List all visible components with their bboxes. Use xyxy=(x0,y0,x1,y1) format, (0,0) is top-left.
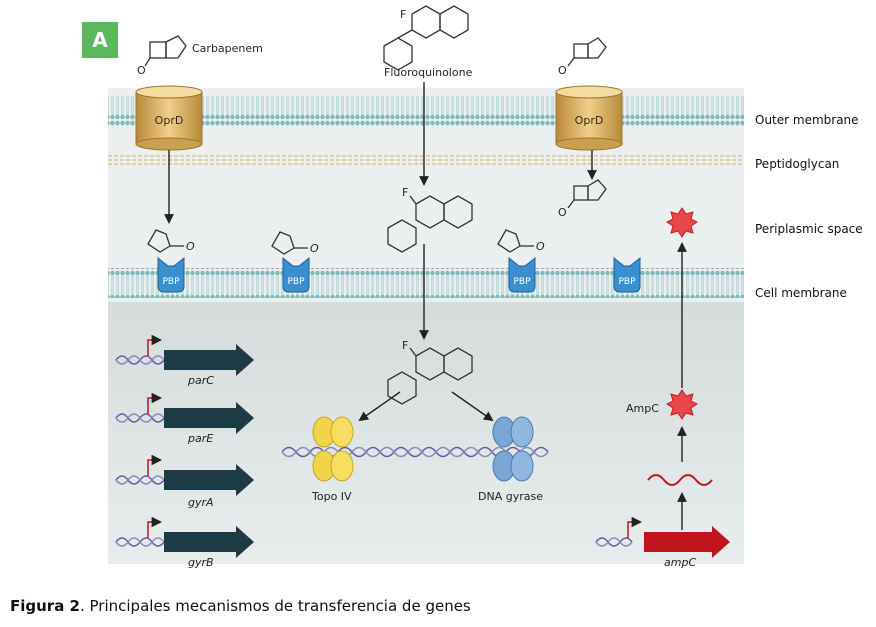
ampc-star-cytoplasm xyxy=(666,389,698,420)
oprd-channel-left: OprD xyxy=(135,85,203,151)
gene-label-ampC: ampC xyxy=(664,556,696,569)
gene-row-gyrB xyxy=(115,516,254,558)
ampc-star-periplasm xyxy=(666,207,698,238)
svg-text:OprD: OprD xyxy=(575,114,604,127)
figure-caption: Figura 2. Principales mecanismos de tran… xyxy=(10,597,471,615)
gene-label-parE: parE xyxy=(187,432,213,445)
gene-row-parC xyxy=(115,334,254,376)
dna-gyrase-enzyme xyxy=(492,416,534,482)
panel-letter: A xyxy=(92,28,108,52)
svg-text:O: O xyxy=(558,206,567,219)
oprd-channel-right: OprD xyxy=(555,85,623,151)
svg-text:PBP: PBP xyxy=(513,277,531,287)
svg-text:O: O xyxy=(536,240,545,253)
layer-label-peptidoglycan: Peptidoglycan xyxy=(755,157,839,171)
svg-text:O: O xyxy=(558,64,567,77)
gene-row-ampC xyxy=(595,516,730,558)
arrow-fq-to-topo4 xyxy=(358,391,401,422)
gene-label-gyrB: gyrB xyxy=(188,556,214,569)
svg-text:F: F xyxy=(402,186,408,199)
topo4-label: Topo IV xyxy=(311,490,352,503)
gene-label-gyrA: gyrA xyxy=(188,496,214,509)
fluoroquinolone-label: Fluoroquinolone xyxy=(384,66,473,79)
caption-text: . Principales mecanismos de transferenci… xyxy=(79,597,471,615)
topo4-enzyme xyxy=(312,416,354,482)
gene-row-parE xyxy=(115,392,254,434)
peptidoglycan-layer xyxy=(108,155,744,165)
fluoroquinolone-molecule-cytoplasm: F xyxy=(387,339,473,405)
panel-badge xyxy=(82,22,118,58)
figure-diagram: A O Carbapenem OprD F Fluoroquinolone F xyxy=(82,5,863,569)
svg-text:O: O xyxy=(310,242,319,255)
svg-text:OprD: OprD xyxy=(155,114,184,127)
outer-membrane xyxy=(108,96,744,126)
ampc-mrna xyxy=(647,474,713,486)
svg-text:O: O xyxy=(137,64,146,77)
svg-text:PBP: PBP xyxy=(287,277,305,287)
layer-label-cell-membrane: Cell membrane xyxy=(755,286,847,300)
svg-text:PBP: PBP xyxy=(162,277,180,287)
svg-text:O: O xyxy=(186,240,195,253)
arrow-fq-to-gyrase xyxy=(451,391,494,422)
cell-membrane xyxy=(108,268,744,298)
svg-text:F: F xyxy=(402,339,408,352)
gene-row-gyrA xyxy=(115,454,254,496)
svg-text:F: F xyxy=(400,8,406,21)
carbapenem-molecule-right-top: O xyxy=(558,37,607,77)
pbp-1: PBP O xyxy=(147,229,195,293)
carbapenem-molecule-right-periplasm: O xyxy=(558,179,607,219)
carbapenem-label: Carbapenem xyxy=(192,42,263,55)
fluoroquinolone-molecule-periplasm: F xyxy=(387,186,473,253)
gene-label-parC: parC xyxy=(187,374,214,387)
ampc-protein-label: AmpC xyxy=(626,402,659,415)
pbp-4: PBP xyxy=(613,256,641,293)
carbapenem-molecule: O xyxy=(137,35,187,77)
pbp-2: PBP O xyxy=(271,231,319,293)
layer-label-outer-membrane: Outer membrane xyxy=(755,113,859,127)
fluoroquinolone-molecule-top: F xyxy=(383,5,469,71)
dna-gyrase-label: DNA gyrase xyxy=(478,490,543,503)
pbp-3: PBP O xyxy=(497,229,545,293)
caption-bold: Figura 2 xyxy=(10,597,80,615)
layer-label-periplasmic-space: Periplasmic space xyxy=(755,222,863,236)
svg-text:PBP: PBP xyxy=(618,277,636,287)
